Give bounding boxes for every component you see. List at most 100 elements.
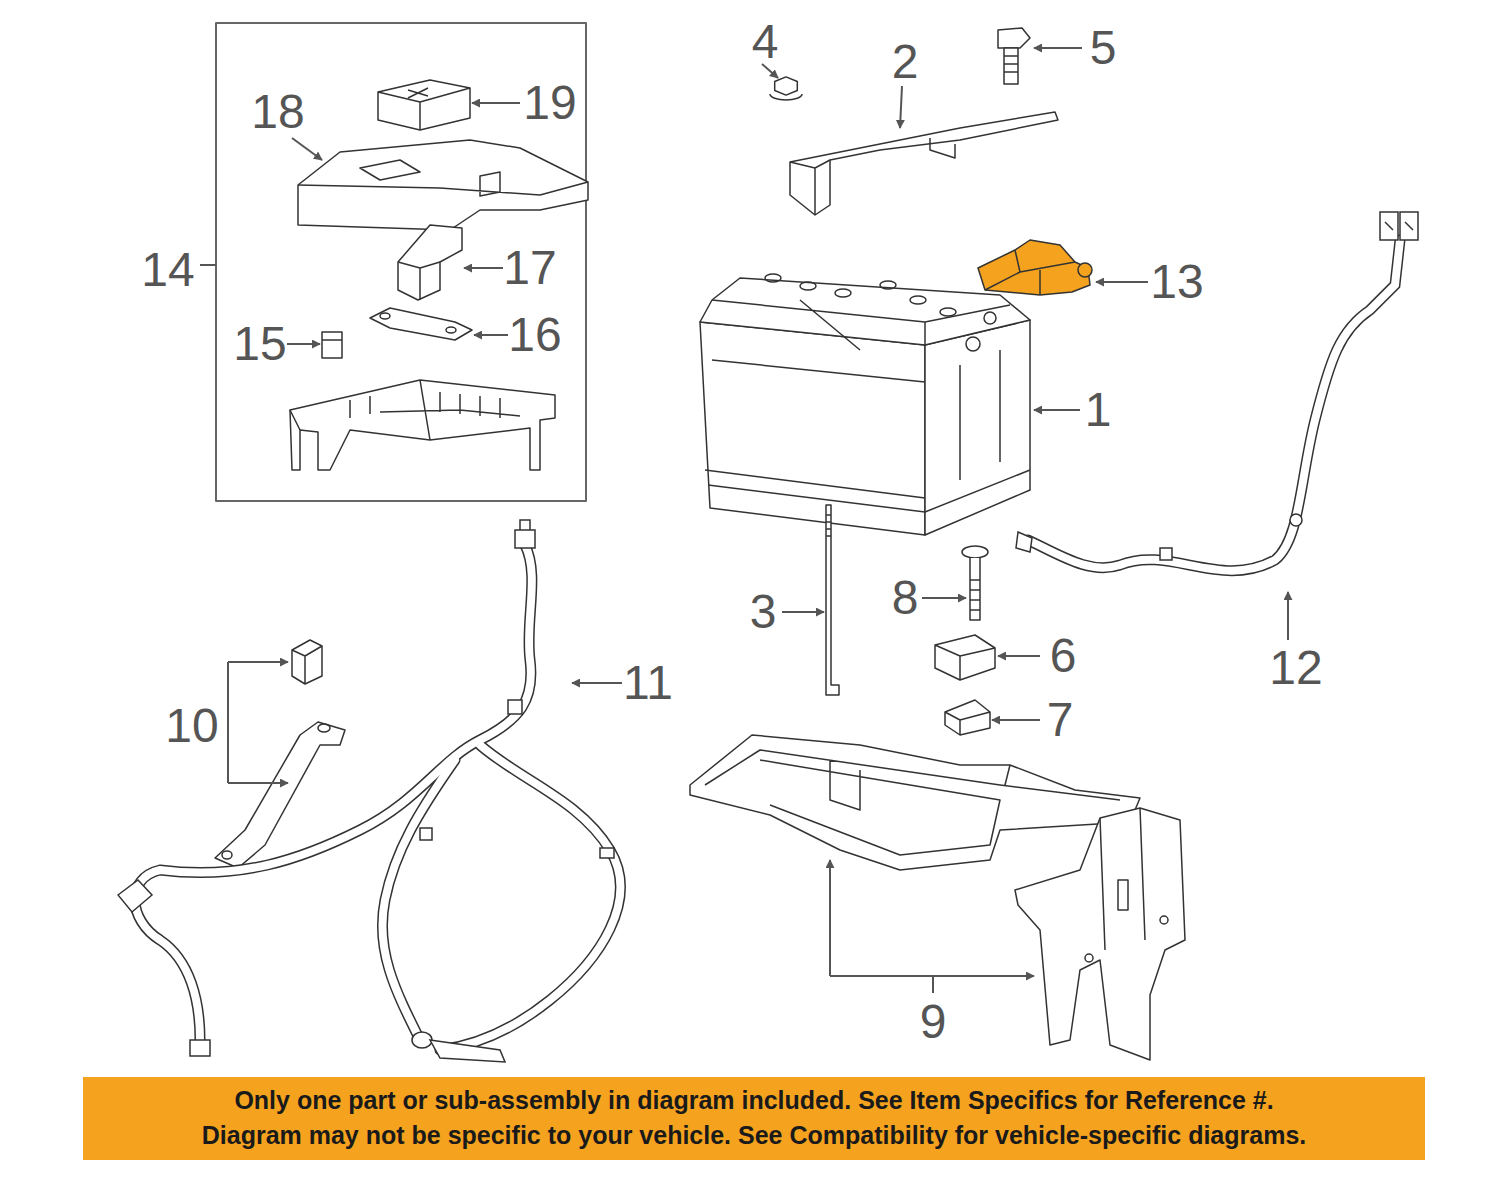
battery-tray xyxy=(705,750,1120,855)
leader-arrow xyxy=(292,138,322,160)
callout-number: 8 xyxy=(892,574,919,622)
nut xyxy=(775,77,798,95)
leader-arrow xyxy=(782,611,824,613)
leader-arrow xyxy=(998,655,1040,657)
callout-number: 14 xyxy=(141,246,194,294)
hold-down xyxy=(790,138,955,215)
cable-lead xyxy=(222,724,330,859)
leader-arrow xyxy=(228,782,288,784)
tray-bracket xyxy=(1085,808,1168,962)
cable-clip xyxy=(420,514,1302,858)
bus-plate xyxy=(380,313,456,333)
highlighted-part xyxy=(978,240,1090,295)
leader-arrow xyxy=(228,661,288,663)
fuse xyxy=(322,332,342,358)
terminal-cover xyxy=(378,88,470,130)
highlighted-part xyxy=(985,250,1075,295)
negative-cable xyxy=(1028,240,1400,571)
notice-text: Only one part or sub-assembly in diagram… xyxy=(91,1083,1417,1118)
leader-arrow xyxy=(1034,409,1080,411)
bolt xyxy=(962,546,988,558)
callout-number: 6 xyxy=(1050,632,1077,680)
notice-band: Only one part or sub-assembly in diagram… xyxy=(83,1077,1425,1160)
leader-arrow xyxy=(762,64,778,78)
fuse-box-cover xyxy=(298,140,588,230)
positive-cable xyxy=(135,545,532,1040)
cable-terminal xyxy=(515,520,535,548)
positive-cable xyxy=(135,545,532,1040)
leader-arrow xyxy=(474,334,508,336)
bus-plate xyxy=(370,308,472,340)
negative-cable xyxy=(1028,240,1400,571)
cable-terminal xyxy=(412,1032,432,1048)
cable-terminal xyxy=(190,1040,210,1056)
cable-terminal xyxy=(118,880,152,912)
cables xyxy=(118,212,1418,1062)
leader-arrow xyxy=(472,102,520,104)
insulator xyxy=(398,225,462,300)
cable-terminal xyxy=(1016,532,1032,552)
positive-cable xyxy=(382,760,455,1040)
bolt xyxy=(970,558,980,620)
hold-down-rod xyxy=(826,515,831,536)
bracket-line xyxy=(200,264,216,266)
battery xyxy=(705,300,1030,512)
callout-number: 1 xyxy=(1085,386,1112,434)
highlighted-part xyxy=(1078,263,1092,277)
leader-lines xyxy=(200,48,1288,993)
clamp xyxy=(935,635,995,680)
leader-arrow xyxy=(922,597,966,599)
battery-terminal xyxy=(966,312,996,351)
leader-arrow xyxy=(992,719,1040,721)
leader-arrow xyxy=(1034,47,1082,49)
callout-number: 18 xyxy=(251,88,304,136)
clamp xyxy=(945,700,990,735)
bracket-line xyxy=(932,976,934,993)
group-box xyxy=(216,23,586,501)
fuse-box-cover xyxy=(298,160,588,196)
battery xyxy=(925,320,1030,535)
leader-arrow xyxy=(1096,281,1148,283)
leader-arrow xyxy=(1287,592,1289,640)
leader-arrow xyxy=(464,267,503,269)
positive-cable xyxy=(440,745,620,1050)
hold-down xyxy=(790,112,1058,215)
leader-arrow xyxy=(572,682,622,684)
callout-number: 5 xyxy=(1090,24,1117,72)
tray-bracket xyxy=(1015,808,1185,1060)
notice-text: Diagram may not be specific to your vehi… xyxy=(91,1118,1417,1153)
callout-number: 11 xyxy=(623,659,673,707)
battery xyxy=(765,274,956,316)
battery-tray xyxy=(690,735,1140,870)
terminal-cover xyxy=(378,80,470,130)
positive-cable xyxy=(382,760,455,1040)
terminal-cover xyxy=(408,88,428,98)
leader-arrow xyxy=(829,860,831,976)
nut xyxy=(770,94,802,100)
fuse-box-base xyxy=(290,380,555,470)
bracket-line xyxy=(227,662,229,783)
leader-arrow xyxy=(287,343,320,345)
callout-number: 7 xyxy=(1047,696,1074,744)
callout-number: 9 xyxy=(920,998,947,1046)
callout-number: 12 xyxy=(1269,644,1322,692)
leader-arrow xyxy=(900,86,902,128)
bolt xyxy=(998,28,1030,48)
callout-number: 17 xyxy=(503,244,556,292)
callout-number: 15 xyxy=(233,320,286,368)
callout-number: 4 xyxy=(752,18,779,66)
callout-number: 2 xyxy=(892,38,919,86)
cable-terminal xyxy=(1380,212,1418,240)
callout-number: 16 xyxy=(508,311,561,359)
connector xyxy=(292,640,322,684)
callout-number: 19 xyxy=(523,79,576,127)
positive-cable xyxy=(440,745,620,1050)
bolt xyxy=(1004,48,1018,84)
fuse-box-base xyxy=(290,380,520,440)
hold-down-rod xyxy=(826,505,839,695)
callout-number: 10 xyxy=(165,702,218,750)
insulator xyxy=(398,262,440,300)
cable-terminal xyxy=(430,1040,505,1062)
callout-number: 13 xyxy=(1150,258,1203,306)
callout-number: 3 xyxy=(750,588,777,636)
